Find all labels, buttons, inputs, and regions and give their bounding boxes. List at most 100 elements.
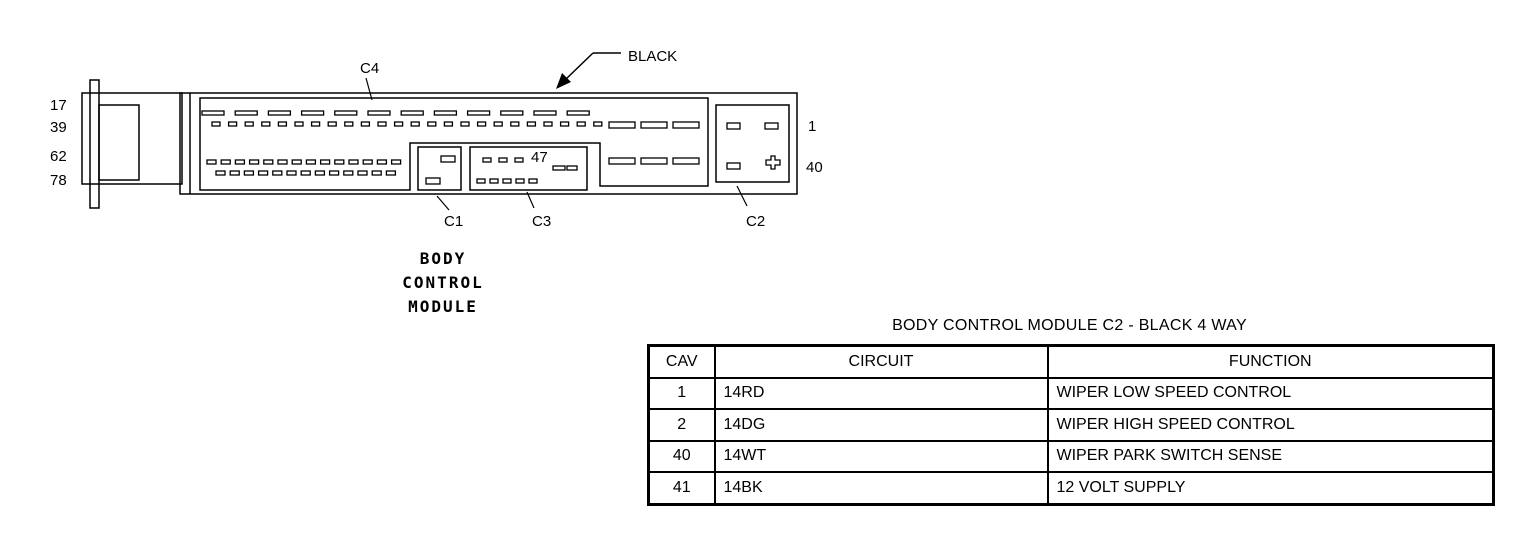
pin-slot <box>248 159 260 165</box>
pin-1-label: 1 <box>808 118 816 135</box>
table-row: 40 14WT WIPER PARK SWITCH SENSE <box>647 439 1495 473</box>
pin-slot <box>348 159 359 165</box>
pin-slot <box>277 159 288 165</box>
pin-slot <box>593 121 603 127</box>
circuit-cell: 14DG <box>713 408 1049 442</box>
pin-slot <box>510 121 520 127</box>
pin-slot <box>476 178 486 184</box>
pin-slot <box>206 159 217 165</box>
pin-slots <box>201 110 779 185</box>
c3-connector-outline <box>469 146 588 191</box>
pin-slot <box>393 121 404 127</box>
pin-slot <box>476 121 487 127</box>
pin-slot <box>277 121 288 127</box>
pin-slot <box>211 121 221 127</box>
pin-slot <box>764 122 779 130</box>
pin-62-label: 62 <box>50 148 67 165</box>
pin-slot <box>672 157 700 165</box>
pin-slot <box>377 121 387 127</box>
pin-slot <box>500 110 524 116</box>
pin-slot <box>460 121 470 127</box>
c1-leader <box>436 195 450 211</box>
header-function: FUNCTION <box>1046 344 1495 379</box>
function-cell: WIPER PARK SWITCH SENSE <box>1046 439 1495 473</box>
pin-slot <box>576 121 586 127</box>
pin-slot <box>498 157 508 163</box>
c2-leader <box>736 185 748 207</box>
table-header-row: CAV CIRCUIT FUNCTION <box>647 344 1495 379</box>
pin-slot <box>514 157 524 163</box>
pin-slot <box>427 121 437 127</box>
function-cell: 12 VOLT SUPPLY <box>1046 471 1495 505</box>
function-cell: WIPER LOW SPEED CONTROL <box>1046 376 1495 410</box>
circuit-cell: 14RD <box>713 376 1049 410</box>
pin-slot <box>390 159 402 165</box>
cav-cell: 2 <box>647 408 716 442</box>
c3-leader <box>526 191 535 209</box>
cav-cell: 40 <box>647 439 716 473</box>
header-cav: CAV <box>647 344 716 379</box>
pin-slot <box>466 110 491 116</box>
pin-slot <box>267 110 292 116</box>
pin-slot <box>272 170 283 176</box>
pin-slot <box>425 177 441 185</box>
pin-slot <box>300 110 325 116</box>
pin-slot <box>243 170 255 176</box>
pin-slot <box>215 170 226 176</box>
module-label-line-1: BODY <box>420 249 467 268</box>
function-cell: WIPER HIGH SPEED CONTROL <box>1046 408 1495 442</box>
pin-table: CAV CIRCUIT FUNCTION 1 14RD WIPER LOW SP… <box>647 344 1495 506</box>
mounting-bracket <box>89 79 100 209</box>
pin-slot <box>528 178 538 184</box>
circuit-cell: 14WT <box>713 439 1049 473</box>
pin-slot <box>493 121 503 127</box>
pin-78-label: 78 <box>50 172 67 189</box>
pin-slot <box>328 170 340 176</box>
pin-slot <box>201 110 225 116</box>
c2-keyed-cavity <box>765 155 781 170</box>
black-callout-arrowhead <box>556 73 571 89</box>
pin-slot <box>543 121 553 127</box>
table-row: 1 14RD WIPER LOW SPEED CONTROL <box>647 376 1495 410</box>
black-callout-label: BLACK <box>628 48 677 65</box>
pin-slot <box>344 121 354 127</box>
pin-slot <box>234 110 258 116</box>
pin-slot <box>257 170 269 176</box>
pin-slot <box>227 121 238 127</box>
pin-slot <box>482 157 492 163</box>
pin-slot <box>343 170 354 176</box>
pin-slot <box>433 110 458 116</box>
pin-slot <box>515 178 525 184</box>
module-label-line-2: CONTROL <box>402 273 483 292</box>
pin-slot <box>263 159 274 165</box>
pin-47-label: 47 <box>531 149 548 166</box>
pin-slot <box>410 121 420 127</box>
pin-slot <box>608 121 636 129</box>
pin-slot <box>357 170 368 176</box>
pin-40-label: 40 <box>806 159 823 176</box>
c1-label: C1 <box>444 213 463 230</box>
pin-slot <box>608 157 636 165</box>
header-circuit: CIRCUIT <box>713 344 1049 379</box>
c4-leader <box>365 77 373 101</box>
pin-slot <box>640 157 668 165</box>
pin-table-title: BODY CONTROL MODULE C2 - BLACK 4 WAY <box>892 317 1247 334</box>
pin-slot <box>220 159 231 165</box>
c1-connector-outline <box>417 146 462 191</box>
pin-slot <box>229 170 240 176</box>
pin-slot <box>310 121 321 127</box>
pin-slot <box>400 110 424 116</box>
pin-slot <box>360 121 371 127</box>
pin-slot <box>672 121 700 129</box>
pin-slot <box>640 121 668 129</box>
pin-17-label: 17 <box>50 97 67 114</box>
pin-slot <box>376 159 388 165</box>
pin-slot <box>286 170 297 176</box>
pin-slot <box>305 159 317 165</box>
pin-slot <box>371 170 382 176</box>
table-row: 41 14BK 12 VOLT SUPPLY <box>647 471 1495 505</box>
pin-slot <box>566 110 590 116</box>
pin-slot <box>291 159 302 165</box>
pin-slot <box>526 121 537 127</box>
